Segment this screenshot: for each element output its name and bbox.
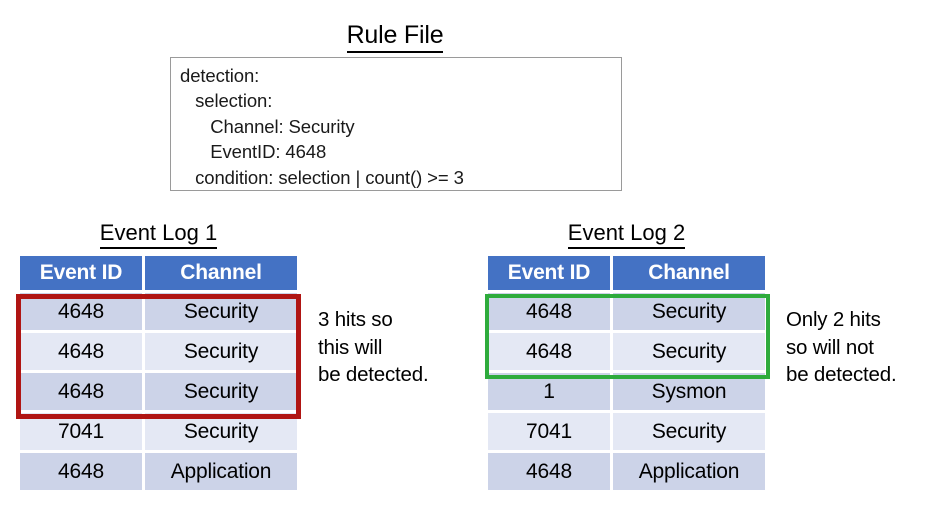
table-row: 4648 Application: [20, 453, 297, 490]
table-row: 1 Sysmon: [488, 373, 765, 410]
event-log-1-table: Event ID Channel 4648 Security 4648 Secu…: [17, 253, 300, 493]
cell-channel: Security: [145, 373, 297, 410]
cell-channel: Application: [613, 453, 765, 490]
table-row: 4648 Application: [488, 453, 765, 490]
cell-event-id: 4648: [488, 293, 610, 330]
table-row: 7041 Security: [20, 413, 297, 450]
table-header-row: Event ID Channel: [488, 256, 765, 290]
cell-channel: Security: [613, 413, 765, 450]
table-row: 7041 Security: [488, 413, 765, 450]
cell-channel: Security: [145, 293, 297, 330]
column-header-event-id: Event ID: [20, 256, 142, 290]
cell-event-id: 7041: [20, 413, 142, 450]
table-header-row: Event ID Channel: [20, 256, 297, 290]
event-log-2-title: Event Log 2: [488, 219, 765, 249]
event-log-2-table: Event ID Channel 4648 Security 4648 Secu…: [485, 253, 768, 493]
table-row: 4648 Security: [20, 293, 297, 330]
event-log-1-title-text: Event Log 1: [99, 219, 218, 249]
cell-channel: Security: [145, 413, 297, 450]
event-log-1-title: Event Log 1: [20, 219, 297, 249]
column-header-channel: Channel: [613, 256, 765, 290]
table-row: 4648 Security: [20, 373, 297, 410]
cell-event-id: 4648: [20, 453, 142, 490]
cell-event-id: 7041: [488, 413, 610, 450]
table-row: 4648 Security: [20, 333, 297, 370]
event-log-2-annotation: Only 2 hits so will not be detected.: [786, 308, 897, 386]
cell-channel: Application: [145, 453, 297, 490]
rule-file-box: [170, 57, 622, 191]
cell-channel: Sysmon: [613, 373, 765, 410]
cell-channel: Security: [613, 293, 765, 330]
cell-event-id: 4648: [20, 293, 142, 330]
cell-event-id: 4648: [488, 333, 610, 370]
cell-event-id: 4648: [20, 373, 142, 410]
table-row: 4648 Security: [488, 293, 765, 330]
event-log-2-table-wrap: Event ID Channel 4648 Security 4648 Secu…: [488, 256, 765, 490]
event-log-2-title-text: Event Log 2: [567, 219, 686, 249]
rule-file-title-text: Rule File: [346, 20, 444, 53]
rule-file-title: Rule File: [0, 20, 790, 53]
cell-channel: Security: [145, 333, 297, 370]
event-log-1-annotation: 3 hits so this will be detected.: [318, 308, 429, 386]
cell-event-id: 4648: [20, 333, 142, 370]
event-log-1-table-wrap: Event ID Channel 4648 Security 4648 Secu…: [20, 256, 297, 490]
table-row: 4648 Security: [488, 333, 765, 370]
column-header-event-id: Event ID: [488, 256, 610, 290]
cell-event-id: 4648: [488, 453, 610, 490]
rule-file-code: detection: selection: Channel: Security …: [180, 65, 464, 188]
column-header-channel: Channel: [145, 256, 297, 290]
cell-channel: Security: [613, 333, 765, 370]
cell-event-id: 1: [488, 373, 610, 410]
